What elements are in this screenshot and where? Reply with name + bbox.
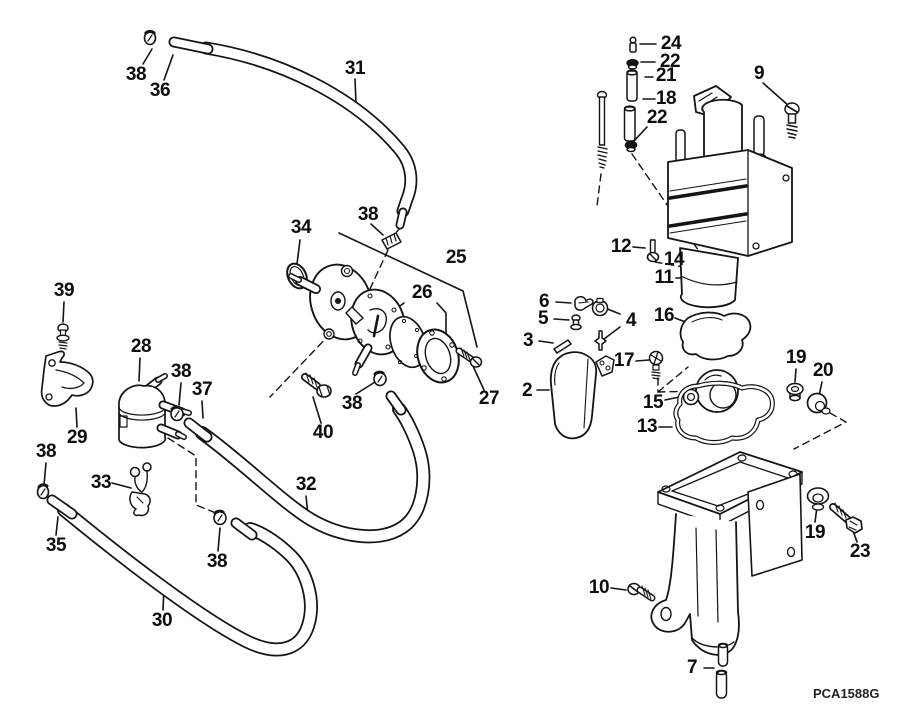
hose-31	[168, 36, 418, 230]
reservoir-bracket	[650, 451, 803, 656]
fuel-pump-assembly	[286, 232, 483, 398]
grommet-20	[806, 392, 831, 415]
check-valve-stack	[623, 36, 639, 153]
hose-30	[46, 494, 318, 657]
hose-tip-32	[385, 390, 407, 416]
oil-injection-pump	[667, 85, 793, 309]
screw-17	[648, 350, 664, 380]
screw-12	[646, 239, 660, 263]
fitting-38-mid	[381, 232, 402, 250]
hose-clamp-38-top-left	[143, 29, 157, 46]
hose-tip-36	[168, 36, 214, 55]
pins-7	[715, 642, 729, 699]
float-chamber-cover-2	[549, 351, 615, 440]
long-mounting-screw	[596, 90, 608, 169]
hose-tip-30	[230, 517, 258, 541]
grommet-19-top	[786, 382, 804, 402]
pin-3	[553, 339, 572, 354]
diagram-code: PCA1588G	[813, 686, 880, 701]
screw-39	[56, 323, 70, 350]
hose-tip-35	[46, 494, 78, 520]
screw-9	[784, 102, 800, 139]
clamp-38-mid	[373, 370, 387, 387]
gasket-13	[673, 380, 775, 445]
hose-32-37	[183, 390, 431, 544]
bracket-29	[40, 350, 94, 407]
pump-diaphragm-knob-15	[682, 369, 739, 413]
screw-40	[301, 372, 332, 398]
clip-33	[129, 462, 152, 517]
screw-27	[455, 347, 483, 368]
screw-10	[627, 582, 656, 602]
hose-tip-37	[183, 417, 213, 443]
clamp-38-bottom-left	[36, 483, 50, 500]
grommet-19-bottom	[806, 487, 830, 511]
clamp-38-right-mid	[213, 509, 227, 526]
clamp-38-filter	[170, 405, 184, 422]
gasket-16	[679, 311, 752, 361]
needle-valve-parts	[553, 296, 609, 354]
bolt-23	[829, 502, 863, 534]
